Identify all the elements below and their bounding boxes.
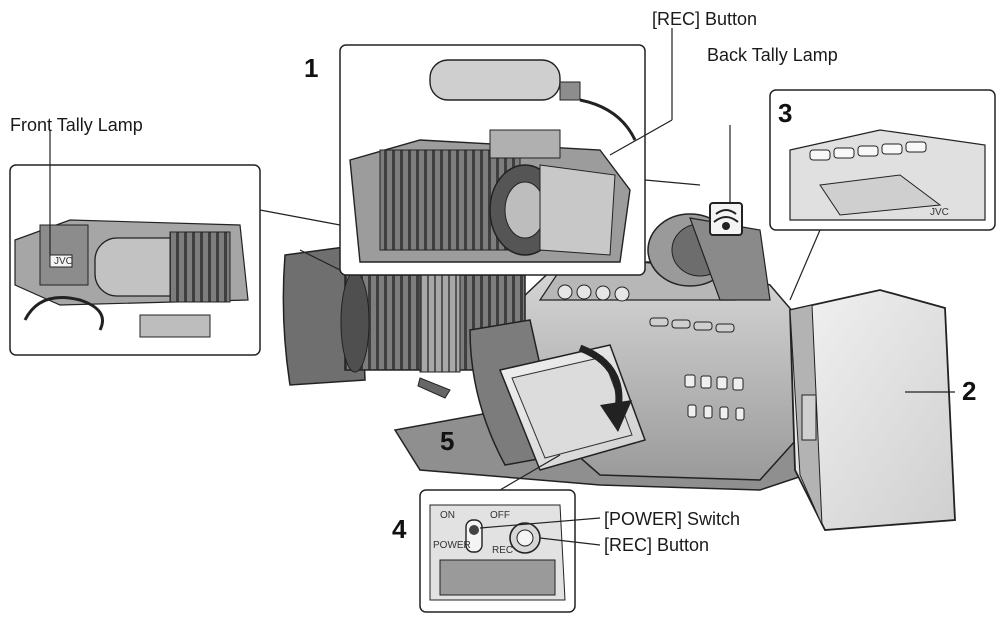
inset-4-power-rec: ON OFF POWER REC — [419, 489, 576, 613]
inset-3-top-controls: JVC — [769, 89, 996, 231]
callout-number-2: 2 — [962, 376, 977, 406]
rec-button-bottom-label: [REC] Button — [604, 535, 710, 555]
inset-brand-mark: JVC — [54, 256, 73, 267]
callout-number-3: 3 — [778, 98, 793, 128]
back-tally-lamp-icon — [709, 125, 743, 236]
callout-lines — [259, 28, 955, 546]
callout-number-1: 1 — [304, 53, 319, 83]
inset4-rec-mark: REC — [492, 545, 513, 556]
inset-1-viewfinder — [339, 44, 646, 276]
main-lens — [282, 244, 526, 399]
inset4-off-mark: OFF — [490, 510, 510, 521]
flip-lcd-monitor — [469, 319, 646, 471]
callout-number-5: 5 — [440, 426, 455, 456]
power-switch-label: [POWER] Switch — [604, 509, 741, 529]
inset3-brand-mark: JVC — [930, 207, 949, 218]
side-monitor-panel — [789, 289, 956, 531]
back-tally-lamp-label: Back Tally Lamp — [707, 45, 838, 65]
rec-button-top-label: [REC] Button — [652, 9, 758, 29]
inset-front-tally: JVC — [9, 130, 261, 356]
inset4-on-mark: ON — [440, 510, 455, 521]
inset4-power-mark: POWER — [433, 540, 471, 551]
callout-number-4: 4 — [392, 514, 407, 544]
front-tally-lamp-label: Front Tally Lamp — [10, 115, 143, 135]
